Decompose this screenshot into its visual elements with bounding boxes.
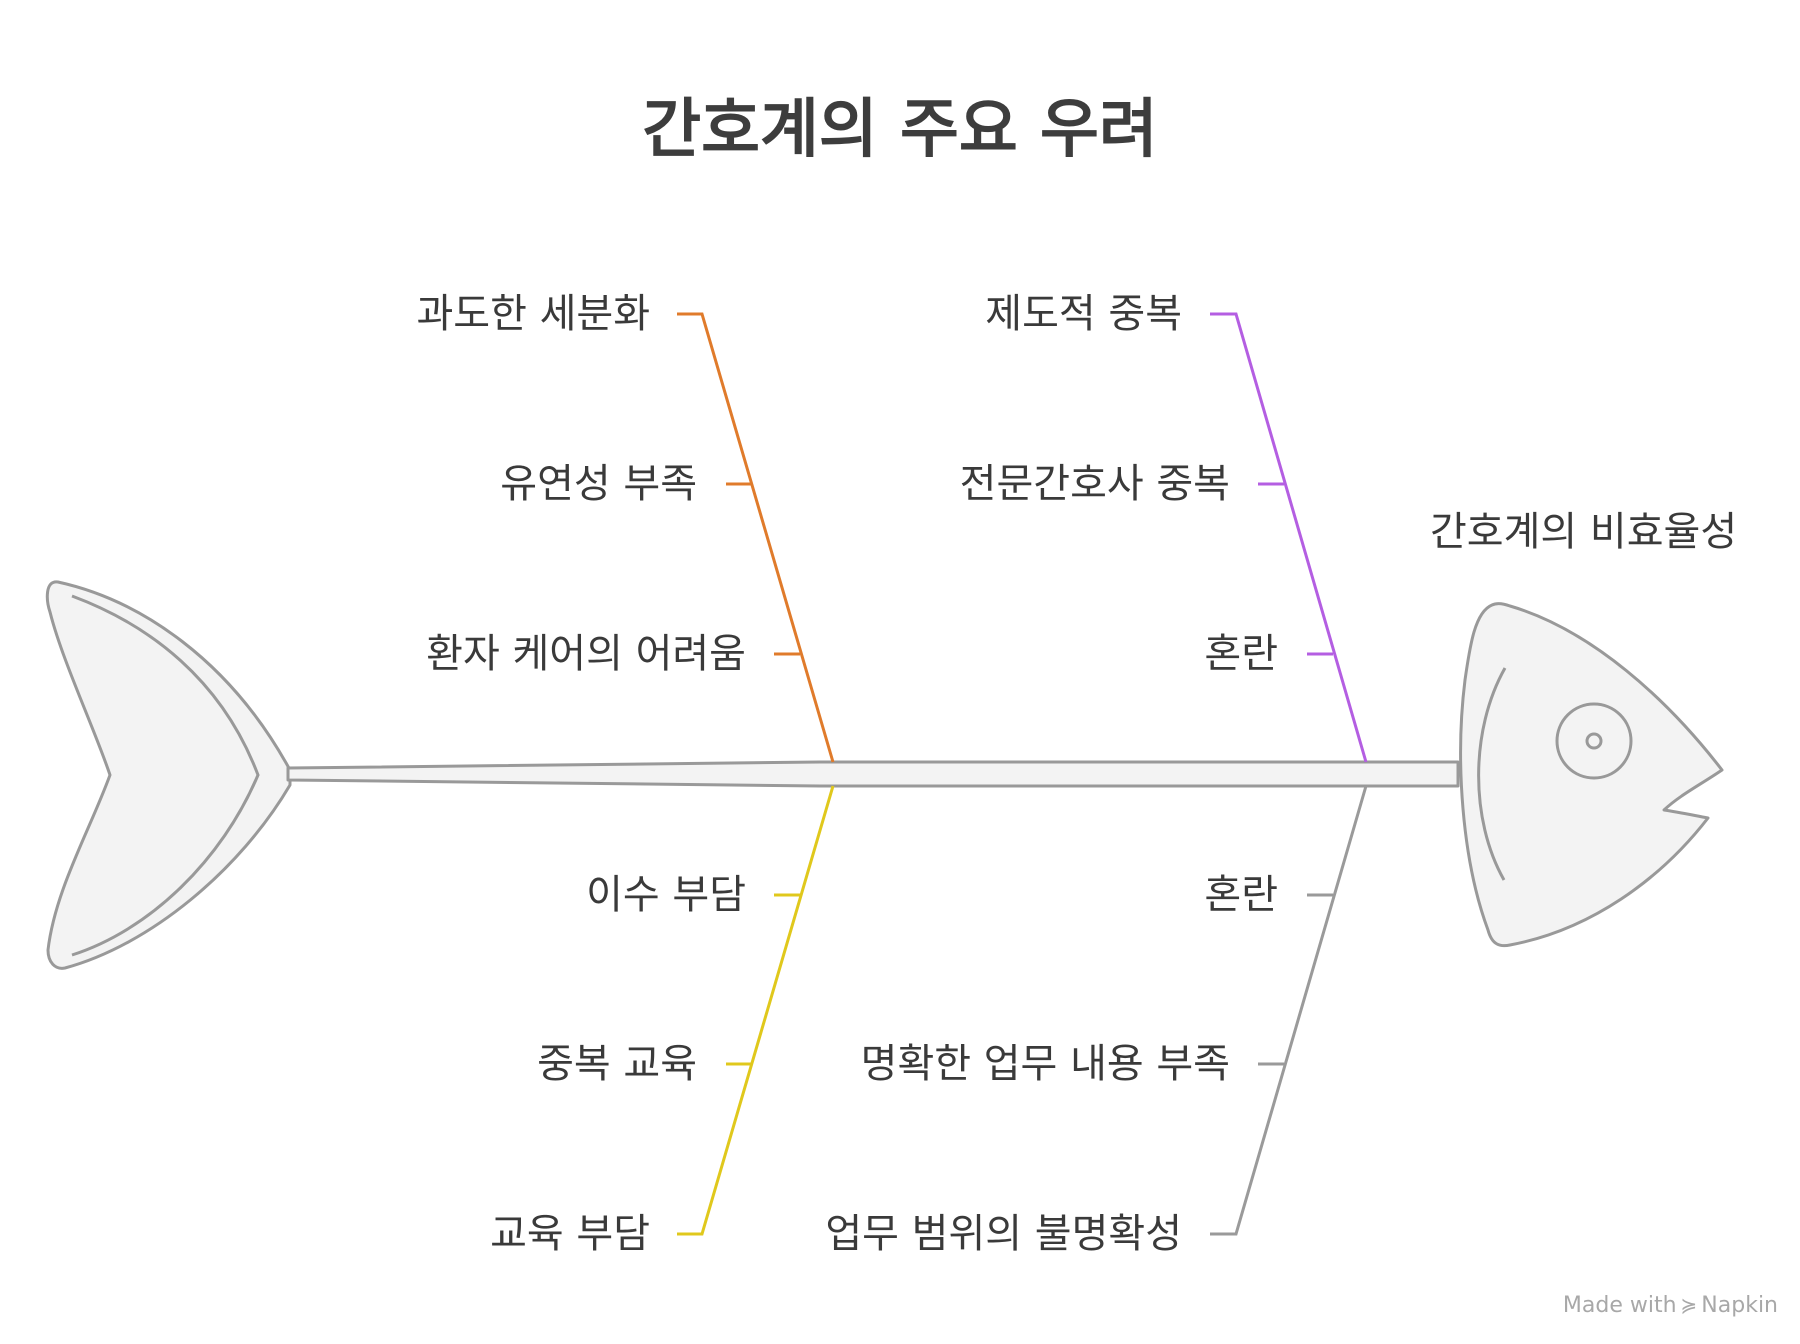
- cause-label: 교육 부담: [490, 1214, 650, 1254]
- fish-pupil: [1587, 734, 1601, 748]
- cause-label: 명확한 업무 내용 부족: [861, 1044, 1230, 1084]
- cause-label: 업무 범위의 불명확성: [825, 1214, 1182, 1254]
- effect-label: 간호계의 비효율성: [1430, 512, 1737, 552]
- bone-top-left: [677, 314, 833, 762]
- cause-label: 유연성 부족: [500, 464, 697, 504]
- bone-top-right: [1210, 314, 1366, 762]
- fish-tail: [47, 582, 290, 968]
- bone-bottom-right: [1210, 786, 1366, 1234]
- bone-bottom-left: [677, 786, 833, 1234]
- diagram-title: 간호계의 주요 우려: [0, 78, 1800, 170]
- napkin-logo-icon: ≽: [1681, 1293, 1698, 1317]
- brand-text: Napkin: [1701, 1293, 1778, 1318]
- made-with-text: Made with: [1563, 1293, 1677, 1318]
- fish-spine: [288, 762, 1458, 786]
- cause-label: 전문간호사 중복: [960, 464, 1230, 504]
- cause-label: 제도적 중복: [985, 294, 1182, 334]
- cause-label: 혼란: [1204, 634, 1278, 674]
- cause-label: 환자 케어의 어려움: [426, 634, 746, 674]
- cause-label: 혼란: [1204, 875, 1278, 915]
- cause-label: 과도한 세분화: [416, 294, 650, 334]
- cause-label: 중복 교육: [537, 1044, 697, 1084]
- napkin-watermark: Made with≽Napkin: [1563, 1293, 1778, 1318]
- cause-label: 이수 부담: [586, 875, 746, 915]
